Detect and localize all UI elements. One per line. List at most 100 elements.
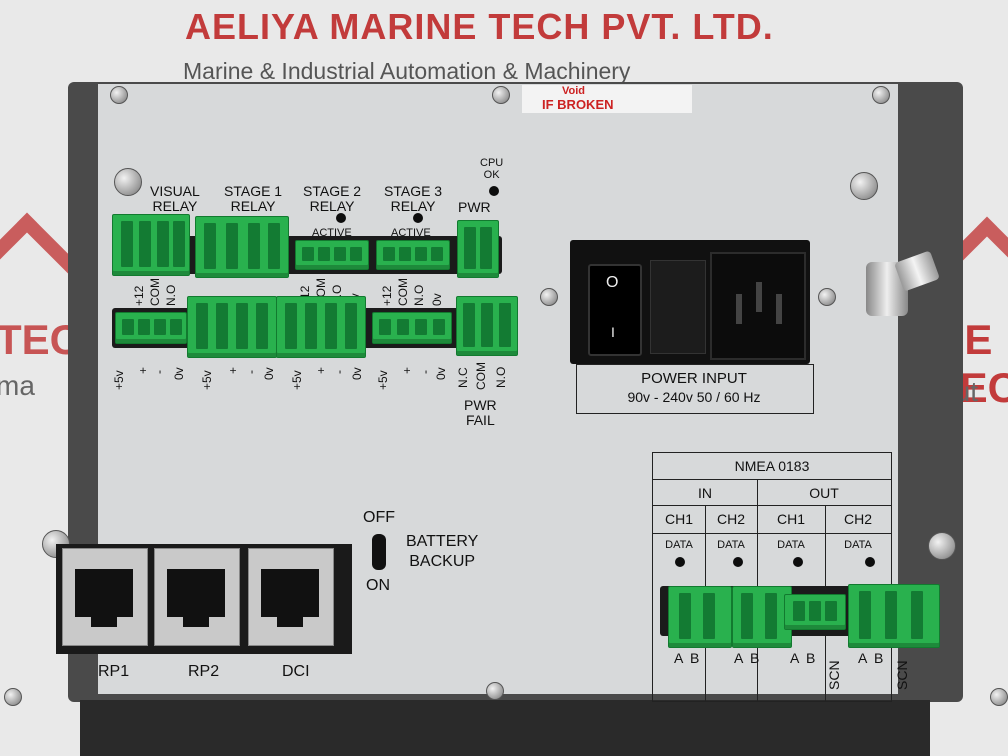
power-input-box bbox=[576, 364, 814, 414]
pin-label: 0v bbox=[172, 367, 186, 380]
seal-line1: Void bbox=[562, 85, 586, 97]
socket-pin bbox=[776, 294, 782, 324]
nmea-data-label: DATA bbox=[777, 539, 805, 551]
nmea-data-led bbox=[865, 557, 875, 567]
cpu-ok-led bbox=[489, 186, 499, 196]
screw-icon bbox=[492, 86, 510, 104]
company-subtitle: Marine & Industrial Automation & Machine… bbox=[183, 58, 631, 84]
terminal-2[interactable] bbox=[187, 296, 277, 358]
rp1-port[interactable] bbox=[62, 548, 148, 646]
battery-on-label: ON bbox=[366, 577, 390, 594]
nmea-data-led bbox=[733, 557, 743, 567]
cpu-ok-label: CPU OK bbox=[480, 157, 504, 181]
iec-socket[interactable] bbox=[710, 252, 806, 360]
pin-label: COM bbox=[396, 278, 410, 306]
screw-icon bbox=[990, 688, 1008, 706]
pin-label: - bbox=[152, 370, 166, 374]
pin-label: + bbox=[136, 366, 150, 374]
power-switch[interactable]: O I bbox=[588, 264, 642, 356]
nmea-out-label: OUT bbox=[809, 485, 839, 501]
battery-backup-label: BATTERY BACKUP bbox=[406, 533, 479, 570]
nmea-pin-label: SCN bbox=[894, 660, 910, 690]
switch-off-symbol: I bbox=[611, 324, 615, 340]
nmea-data-label: DATA bbox=[717, 539, 745, 551]
screw-icon bbox=[486, 682, 504, 700]
pin-label: + bbox=[400, 366, 414, 374]
screw-icon bbox=[110, 86, 128, 104]
terminal-1[interactable] bbox=[115, 312, 187, 344]
visual-relay-label: VISUAL RELAY bbox=[150, 183, 200, 214]
nmea-pin-label: A bbox=[790, 650, 800, 666]
power-inlet-module: O I bbox=[570, 240, 810, 364]
pin-label: N.O bbox=[164, 284, 178, 306]
nmea-ch-label: CH2 bbox=[716, 511, 745, 527]
switch-on-symbol: O bbox=[606, 274, 619, 291]
company-title: AELIYA MARINE TECH PVT. LTD. bbox=[185, 6, 774, 47]
stage3-relay-terminal[interactable] bbox=[376, 240, 450, 270]
battery-toggle-switch[interactable] bbox=[372, 534, 386, 570]
nmea-pin-label: A bbox=[734, 650, 744, 666]
rp2-label: RP2 bbox=[188, 663, 220, 680]
screw-icon bbox=[818, 288, 836, 306]
nmea-pin-label: A bbox=[858, 650, 868, 666]
nmea-pin-label: B bbox=[874, 650, 884, 666]
pin-label: +5v bbox=[200, 370, 214, 390]
stage2-relay-terminal[interactable] bbox=[295, 240, 369, 270]
nmea-pin-label: B bbox=[806, 650, 816, 666]
power-input-spec: 90v - 240v 50 / 60 Hz bbox=[627, 389, 761, 405]
pin-label: N.O bbox=[494, 366, 508, 388]
pin-label: +5v bbox=[112, 370, 126, 390]
nmea-pin-label: A bbox=[674, 650, 684, 666]
pin-label: COM bbox=[148, 278, 162, 306]
nmea-ch-label: CH2 bbox=[843, 511, 872, 527]
pin-label: N.C bbox=[456, 367, 470, 388]
nmea-in-ch1-terminal[interactable] bbox=[668, 586, 732, 648]
screw-icon bbox=[872, 86, 890, 104]
screw-icon bbox=[928, 532, 956, 560]
dci-label: DCI bbox=[282, 663, 310, 680]
dci-port[interactable] bbox=[248, 548, 334, 646]
pin-label: 0v bbox=[434, 367, 448, 380]
nmea-table: NMEA 0183 IN OUT CH1 CH2 CH1 CH2 DATA DA… bbox=[652, 452, 892, 702]
pwr-fail-terminal[interactable] bbox=[456, 296, 518, 356]
socket-pin bbox=[756, 282, 762, 312]
pwr-label: PWR bbox=[458, 199, 491, 215]
pin-label: +5v bbox=[376, 370, 390, 390]
socket-pin bbox=[736, 294, 742, 324]
stage1-relay-terminal[interactable] bbox=[195, 216, 289, 278]
terminal-4[interactable] bbox=[372, 312, 452, 344]
nmea-ch-label: CH1 bbox=[776, 511, 805, 527]
pin-label: +12 bbox=[132, 285, 146, 306]
nmea-pin-label: B bbox=[750, 650, 760, 666]
pin-label: - bbox=[244, 370, 258, 374]
nmea-data-led bbox=[793, 557, 803, 567]
visual-relay-terminal[interactable] bbox=[112, 214, 190, 276]
nmea-pin-label: B bbox=[690, 650, 700, 666]
rp2-port[interactable] bbox=[154, 548, 240, 646]
stage3-active-led bbox=[413, 213, 423, 223]
pin-label: - bbox=[332, 370, 346, 374]
pin-label: + bbox=[226, 366, 240, 374]
stage1-relay-label: STAGE 1 RELAY bbox=[224, 183, 283, 214]
nmea-data-label: DATA bbox=[665, 539, 693, 551]
screw-icon bbox=[540, 288, 558, 306]
enclosure-base bbox=[80, 700, 930, 756]
nmea-in-label: IN bbox=[698, 485, 712, 501]
ghost-text-left-2: ma bbox=[0, 370, 35, 401]
stage3-relay-label: STAGE 3 RELAY bbox=[384, 183, 443, 214]
pin-label: 0v bbox=[430, 293, 444, 306]
nmea-in-ch2-terminal[interactable] bbox=[732, 586, 792, 648]
fuse-holder[interactable] bbox=[650, 260, 706, 354]
pin-label: - bbox=[418, 370, 432, 374]
stage2-active-led bbox=[336, 213, 346, 223]
screw-icon bbox=[4, 688, 22, 706]
nmea-out-ch2-terminal[interactable] bbox=[848, 584, 940, 648]
pin-label: +12 bbox=[380, 285, 394, 306]
terminal-3[interactable] bbox=[276, 296, 366, 358]
pwr-terminal[interactable] bbox=[457, 220, 499, 278]
void-seal: Void IF BROKEN bbox=[522, 85, 692, 113]
screw-icon bbox=[114, 168, 142, 196]
seal-line2: IF BROKEN bbox=[542, 97, 614, 112]
nmea-out-ch1-terminal[interactable] bbox=[784, 594, 846, 630]
power-input-title: POWER INPUT bbox=[641, 370, 747, 387]
